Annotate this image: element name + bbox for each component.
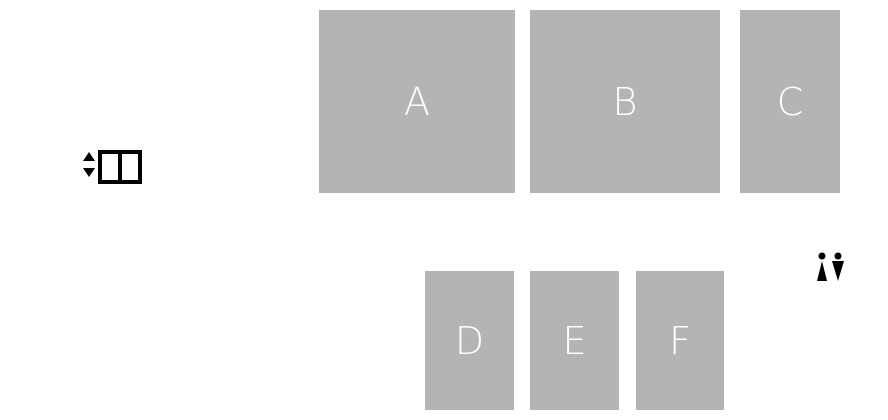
tile-b-label: B (612, 79, 638, 124)
tile-c-label: C (776, 79, 804, 124)
tile-d: D (425, 271, 514, 410)
tile-f: F (636, 271, 724, 410)
tile-e-label: E (562, 318, 587, 363)
sort-arrows-columns-icon (83, 150, 142, 184)
tile-a-label: A (404, 79, 430, 124)
tile-b: B (530, 10, 720, 193)
two-people-icon (817, 252, 844, 281)
tile-f-label: F (669, 318, 691, 363)
tile-a: A (319, 10, 515, 193)
tile-d-label: D (454, 318, 485, 363)
tile-e: E (530, 271, 619, 410)
tile-c: C (740, 10, 840, 193)
